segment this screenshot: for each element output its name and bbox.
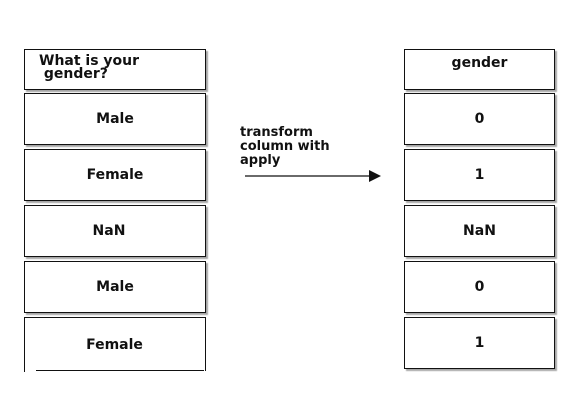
- right-header-text: gender: [451, 55, 508, 71]
- right-cell-1: 0: [404, 93, 555, 145]
- left-value-1: Male: [96, 111, 134, 127]
- right-value-4: 0: [474, 279, 485, 295]
- left-value-4: Male: [96, 279, 134, 295]
- left-cell-5: Female: [24, 317, 206, 372]
- arrow-label: transform column with apply: [240, 125, 330, 168]
- right-value-5: 1: [474, 335, 485, 351]
- right-table: gender 0 1 NaN 0 1: [404, 49, 555, 369]
- right-cell-2: 1: [404, 149, 555, 201]
- left-header-text: What is your gender?: [39, 53, 140, 82]
- right-value-2: 1: [474, 167, 485, 183]
- left-cell-4: Male: [24, 261, 206, 313]
- left-value-2: Female: [86, 167, 144, 183]
- left-value-5: Female: [86, 336, 143, 353]
- left-cell-3: NaN: [24, 205, 206, 257]
- left-table: What is your gender? Male Female NaN Mal…: [24, 49, 206, 372]
- right-value-1: 0: [474, 111, 485, 127]
- right-cell-4: 0: [404, 261, 555, 313]
- right-value-3: NaN: [463, 223, 496, 239]
- left-value-3: NaN: [92, 223, 126, 239]
- left-cell-1: Male: [24, 93, 206, 145]
- left-header-cell: What is your gender?: [24, 49, 206, 90]
- right-cell-3: NaN: [404, 205, 555, 257]
- right-arrow-icon: [245, 170, 381, 182]
- left-cell-2: Female: [24, 149, 206, 201]
- right-cell-5: 1: [404, 317, 555, 369]
- right-header-cell: gender: [404, 49, 555, 90]
